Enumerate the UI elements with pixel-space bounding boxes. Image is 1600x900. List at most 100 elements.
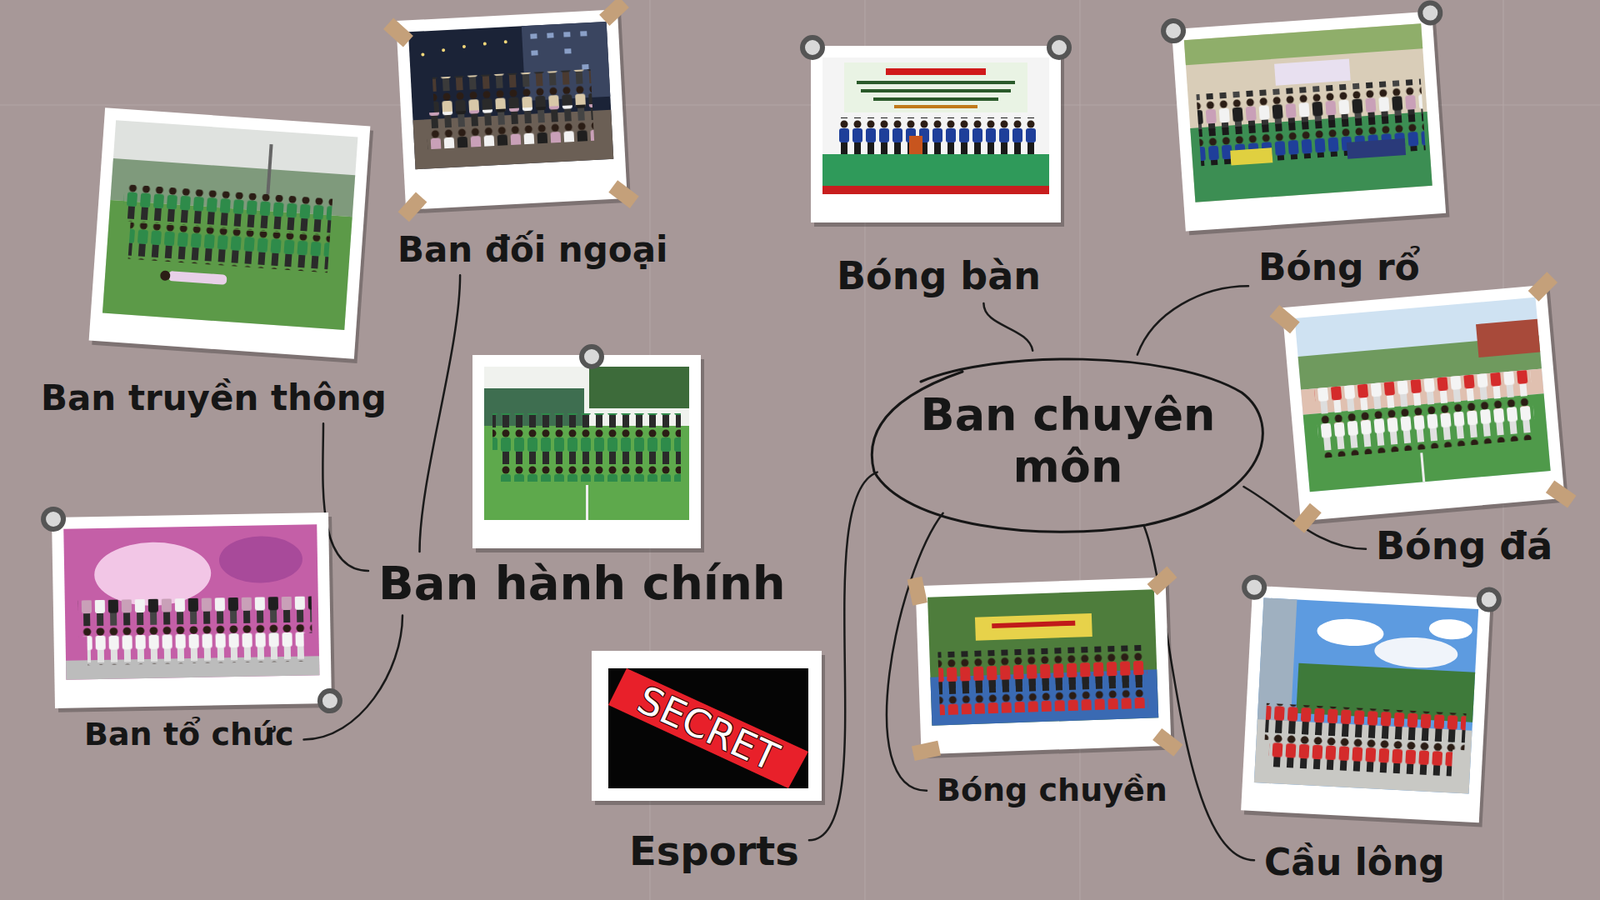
- photo-admin-group-part: [475, 359, 705, 553]
- branch-label: Ban đối ngoại: [387, 225, 678, 275]
- photo-organising-team-part: [63, 524, 320, 680]
- node-text: Ban chuyên môn: [901, 389, 1235, 493]
- photo-table-tennis-part: [894, 105, 978, 109]
- photo-admin-group: [472, 346, 705, 553]
- photo-basketball-part: [1198, 113, 1425, 166]
- photo-admin-group-part: [589, 366, 690, 409]
- photo-volleyball-part: [938, 671, 1148, 716]
- photo-outing-part: [608, 180, 639, 209]
- branch-connector: [1137, 285, 1249, 355]
- branch-connector: [322, 423, 369, 571]
- photo-volleyball-part: [930, 669, 1159, 725]
- photo-outing-part: [399, 13, 631, 215]
- photo-table-tennis-part: [835, 117, 1036, 155]
- photo-badminton-part: [1257, 597, 1298, 725]
- node-text: Ban đối ngoại: [397, 230, 668, 270]
- photo-outing-part: [383, 18, 414, 48]
- photo-secret-part: [608, 668, 809, 789]
- node-text: Bóng bàn: [836, 254, 1041, 299]
- photo-organising-team-part: [65, 655, 320, 680]
- photo-volleyball-part: [937, 645, 1147, 690]
- photo-football-part: [1545, 480, 1577, 508]
- photo-football-part: [1303, 393, 1551, 492]
- photo-badminton-part: [1240, 585, 1491, 824]
- photo-organising-team-part: [218, 535, 303, 585]
- branch-label: Bóng bàn: [826, 249, 1051, 304]
- branch-label: Bóng chuyền: [926, 767, 1178, 815]
- branch-connector: [983, 303, 1033, 351]
- photo-table-tennis-part: [802, 37, 823, 58]
- photo-admin-group-part: [472, 355, 701, 549]
- photo-outing-part: [432, 69, 593, 115]
- photo-volleyball: [905, 565, 1184, 766]
- photo-volleyball-part: [919, 581, 1175, 759]
- photo-outing-part: [413, 110, 615, 170]
- photo-media-team-part: [102, 120, 358, 330]
- photo-outing-part: [425, 104, 595, 150]
- node-text: Cầu lông: [1264, 841, 1445, 885]
- photo-media-team-part: [128, 222, 330, 274]
- photo-outing-part-part: [441, 48, 445, 52]
- photo-football-part: [1285, 288, 1569, 525]
- photo-admin-group-part: [497, 445, 681, 482]
- branch-connector: [304, 615, 404, 740]
- photo-admin-group-part: [484, 388, 585, 430]
- photo-volleyball-part: [915, 577, 1172, 755]
- photo-outing-part-part: [504, 40, 508, 44]
- grid-lines-part: [649, 0, 650, 900]
- grid-lines-part: [0, 104, 1600, 105]
- photo-volleyball-part: [975, 613, 1093, 641]
- photo-outing-part-part: [563, 31, 570, 37]
- photo-football-part: [1300, 368, 1545, 415]
- photo-badminton: [1232, 576, 1500, 828]
- photo-badminton-part: [1244, 576, 1265, 598]
- photo-badminton-part: [1373, 635, 1459, 670]
- branch-connector: [1144, 525, 1255, 860]
- branch-label: Esports: [619, 823, 810, 880]
- photo-media-team-part: [265, 144, 273, 195]
- photo-media-team: [88, 107, 374, 364]
- photo-table-tennis-part: [810, 45, 1061, 223]
- photo-badminton-part: [1265, 703, 1467, 751]
- photo-media-team-part: [89, 107, 371, 360]
- photo-basketball-part: [1195, 79, 1423, 132]
- photo-outing-part-part: [530, 50, 538, 55]
- branch-connector: [886, 513, 944, 791]
- photo-table-tennis-part: [822, 185, 1050, 195]
- photo-badminton-part: [1244, 590, 1495, 828]
- grid-lines-part: [1502, 0, 1504, 900]
- photo-secret-part: [595, 655, 825, 805]
- photo-volleyball-part: [1147, 566, 1178, 596]
- photo-badminton-part: [1254, 719, 1473, 794]
- photo-media-team-part: [122, 184, 333, 235]
- branch-label: Bóng đá: [1365, 519, 1563, 574]
- node-text: Ban hành chính: [378, 556, 786, 610]
- photo-basketball-part: [1346, 138, 1406, 160]
- photo-table-tennis-part: [856, 80, 1015, 85]
- photo-media-team-part: [102, 200, 353, 330]
- branch-label: Bóng rổ: [1248, 241, 1430, 295]
- photo-football: [1267, 270, 1577, 535]
- stamp-text: SECRET: [631, 678, 785, 780]
- node-text: Ban truyền thông: [40, 378, 387, 419]
- photo-badminton-part: [1254, 597, 1479, 794]
- photo-basketball-part: [1162, 20, 1185, 42]
- photo-organising-team-part: [320, 690, 340, 711]
- photo-basketball-part: [1175, 15, 1450, 235]
- node-text: Esports: [629, 828, 800, 875]
- photo-badminton-part: [1316, 617, 1385, 648]
- photo-admin-group-part: [484, 366, 690, 520]
- branch-connector: [809, 472, 878, 841]
- photo-table-tennis: [802, 37, 1070, 227]
- photo-basketball-part: [1184, 23, 1423, 65]
- photo-football-part: [1292, 503, 1321, 534]
- photo-badminton-part: [1295, 663, 1475, 723]
- photo-media-team-part: [168, 270, 228, 285]
- photo-outing-part: [420, 40, 509, 56]
- photo-basketball-part: [1274, 58, 1351, 85]
- photo-outing-part-part: [581, 64, 589, 70]
- photo-admin-group-part: [484, 425, 690, 520]
- photo-table-tennis-part: [1049, 37, 1070, 58]
